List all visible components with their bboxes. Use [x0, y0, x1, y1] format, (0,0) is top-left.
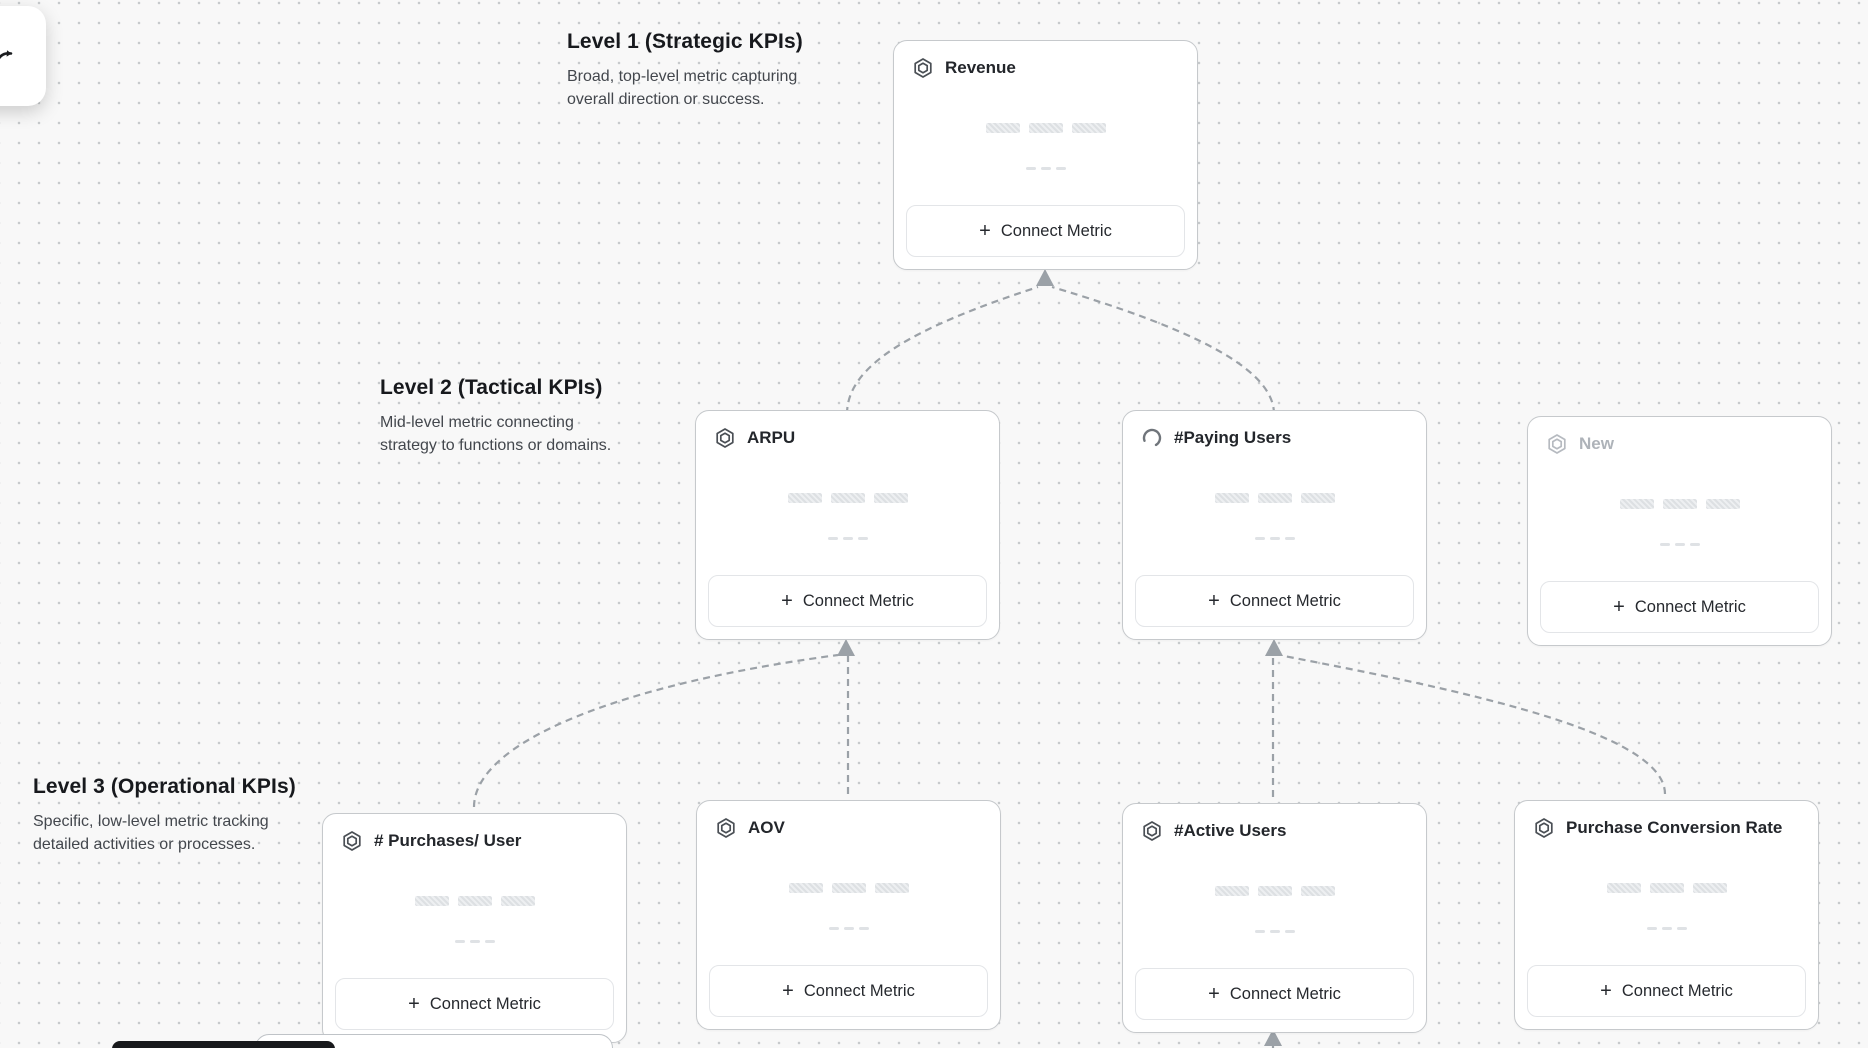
connect-metric-button[interactable]: + Connect Metric: [906, 205, 1185, 257]
edge-paying-revenue: [1051, 285, 1276, 415]
edge-pcr-paying: [1283, 654, 1667, 795]
skeleton-dashes: [1515, 927, 1818, 930]
skeleton-bars: [894, 123, 1197, 133]
hexagon-metric-icon: [343, 831, 361, 851]
connect-metric-button[interactable]: + Connect Metric: [1527, 965, 1806, 1017]
level-2-label: Level 2 (Tactical KPIs) Mid-level metric…: [380, 376, 630, 457]
plus-icon: +: [781, 590, 793, 612]
skeleton-bars: [323, 896, 626, 906]
node-title: Revenue: [945, 58, 1016, 77]
cursor-flick-icon: [0, 50, 13, 60]
connect-metric-button[interactable]: + Connect Metric: [335, 978, 614, 1030]
skeleton-bars: [1123, 493, 1426, 503]
skeleton-dashes: [1123, 930, 1426, 933]
plus-icon: +: [782, 980, 794, 1002]
hexagon-metric-icon: [716, 428, 734, 448]
plus-icon: +: [408, 993, 420, 1015]
skeleton-dashes: [1528, 543, 1831, 546]
skeleton-bars: [697, 883, 1000, 893]
skeleton-bars: [696, 493, 999, 503]
connect-metric-button[interactable]: + Connect Metric: [708, 575, 987, 627]
plus-icon: +: [1613, 596, 1625, 618]
level-3-description: Specific, low-level metric tracking deta…: [33, 813, 269, 854]
level-3-label: Level 3 (Operational KPIs) Specific, low…: [33, 775, 301, 856]
arrowhead-into-revenue: [1036, 269, 1054, 286]
plus-icon: +: [979, 220, 991, 242]
plus-icon: +: [1600, 980, 1612, 1002]
node-title: New: [1579, 434, 1614, 453]
skeleton-dashes: [1123, 537, 1426, 540]
skeleton-bars: [1515, 883, 1818, 893]
top-left-panel[interactable]: [0, 6, 46, 106]
hexagon-metric-icon: [1535, 818, 1553, 838]
node-title: AOV: [748, 818, 785, 837]
node-aov[interactable]: AOV + Connect Metric: [696, 800, 1001, 1030]
edge-arpu-revenue: [845, 285, 1039, 415]
node-title: # Purchases/ User: [374, 831, 522, 850]
edge-purchases-arpu: [472, 653, 839, 808]
node-title: Purchase Conversion Rate: [1566, 818, 1783, 837]
level-2-title: Level 2 (Tactical KPIs): [380, 376, 603, 399]
plus-icon: +: [1208, 983, 1220, 1005]
hexagon-metric-icon: [1548, 434, 1566, 454]
node-title: ARPU: [747, 428, 796, 447]
skeleton-dashes: [323, 940, 626, 943]
level-1-title: Level 1 (Strategic KPIs): [567, 30, 803, 53]
level-3-title: Level 3 (Operational KPIs): [33, 775, 296, 798]
connect-metric-button[interactable]: + Connect Metric: [1135, 575, 1414, 627]
skeleton-dashes: [696, 537, 999, 540]
node-purchases-per-user[interactable]: # Purchases/ User + Connect Metric: [322, 813, 627, 1043]
hexagon-metric-icon: [914, 58, 932, 78]
node-title: #Paying Users: [1174, 428, 1292, 447]
hexagon-metric-icon: [717, 818, 735, 838]
node-revenue[interactable]: Revenue + Connect Metric: [893, 40, 1198, 270]
connect-metric-button[interactable]: + Connect Metric: [709, 965, 988, 1017]
skeleton-dashes: [697, 927, 1000, 930]
node-active-users[interactable]: #Active Users + Connect Metric: [1122, 803, 1427, 1033]
skeleton-bars: [1123, 886, 1426, 896]
hexagon-metric-icon: [1143, 821, 1161, 841]
level-1-label: Level 1 (Strategic KPIs) Broad, top-leve…: [567, 30, 829, 111]
level-1-description: Broad, top-level metric capturing overal…: [567, 68, 798, 109]
node-new[interactable]: New + Connect Metric: [1527, 416, 1832, 646]
skeleton-bars: [1528, 499, 1831, 509]
level-2-description: Mid-level metric connecting strategy to …: [380, 414, 612, 455]
arrowhead-into-arpu: [837, 639, 855, 656]
node-purchase-conversion-rate[interactable]: Purchase Conversion Rate + Connect Metri…: [1514, 800, 1819, 1030]
node-paying-users[interactable]: #Paying Users + Connect Metric: [1122, 410, 1427, 640]
connect-metric-button[interactable]: + Connect Metric: [1540, 581, 1819, 633]
plus-icon: +: [1208, 590, 1220, 612]
bottom-left-toolbar[interactable]: [112, 1041, 335, 1048]
node-arpu[interactable]: ARPU + Connect Metric: [695, 410, 1000, 640]
connect-metric-button[interactable]: + Connect Metric: [1135, 968, 1414, 1020]
loading-spinner-icon: [1142, 428, 1162, 448]
arrowhead-into-paying-users: [1265, 639, 1283, 656]
skeleton-dashes: [894, 167, 1197, 170]
node-title: #Active Users: [1174, 821, 1287, 840]
